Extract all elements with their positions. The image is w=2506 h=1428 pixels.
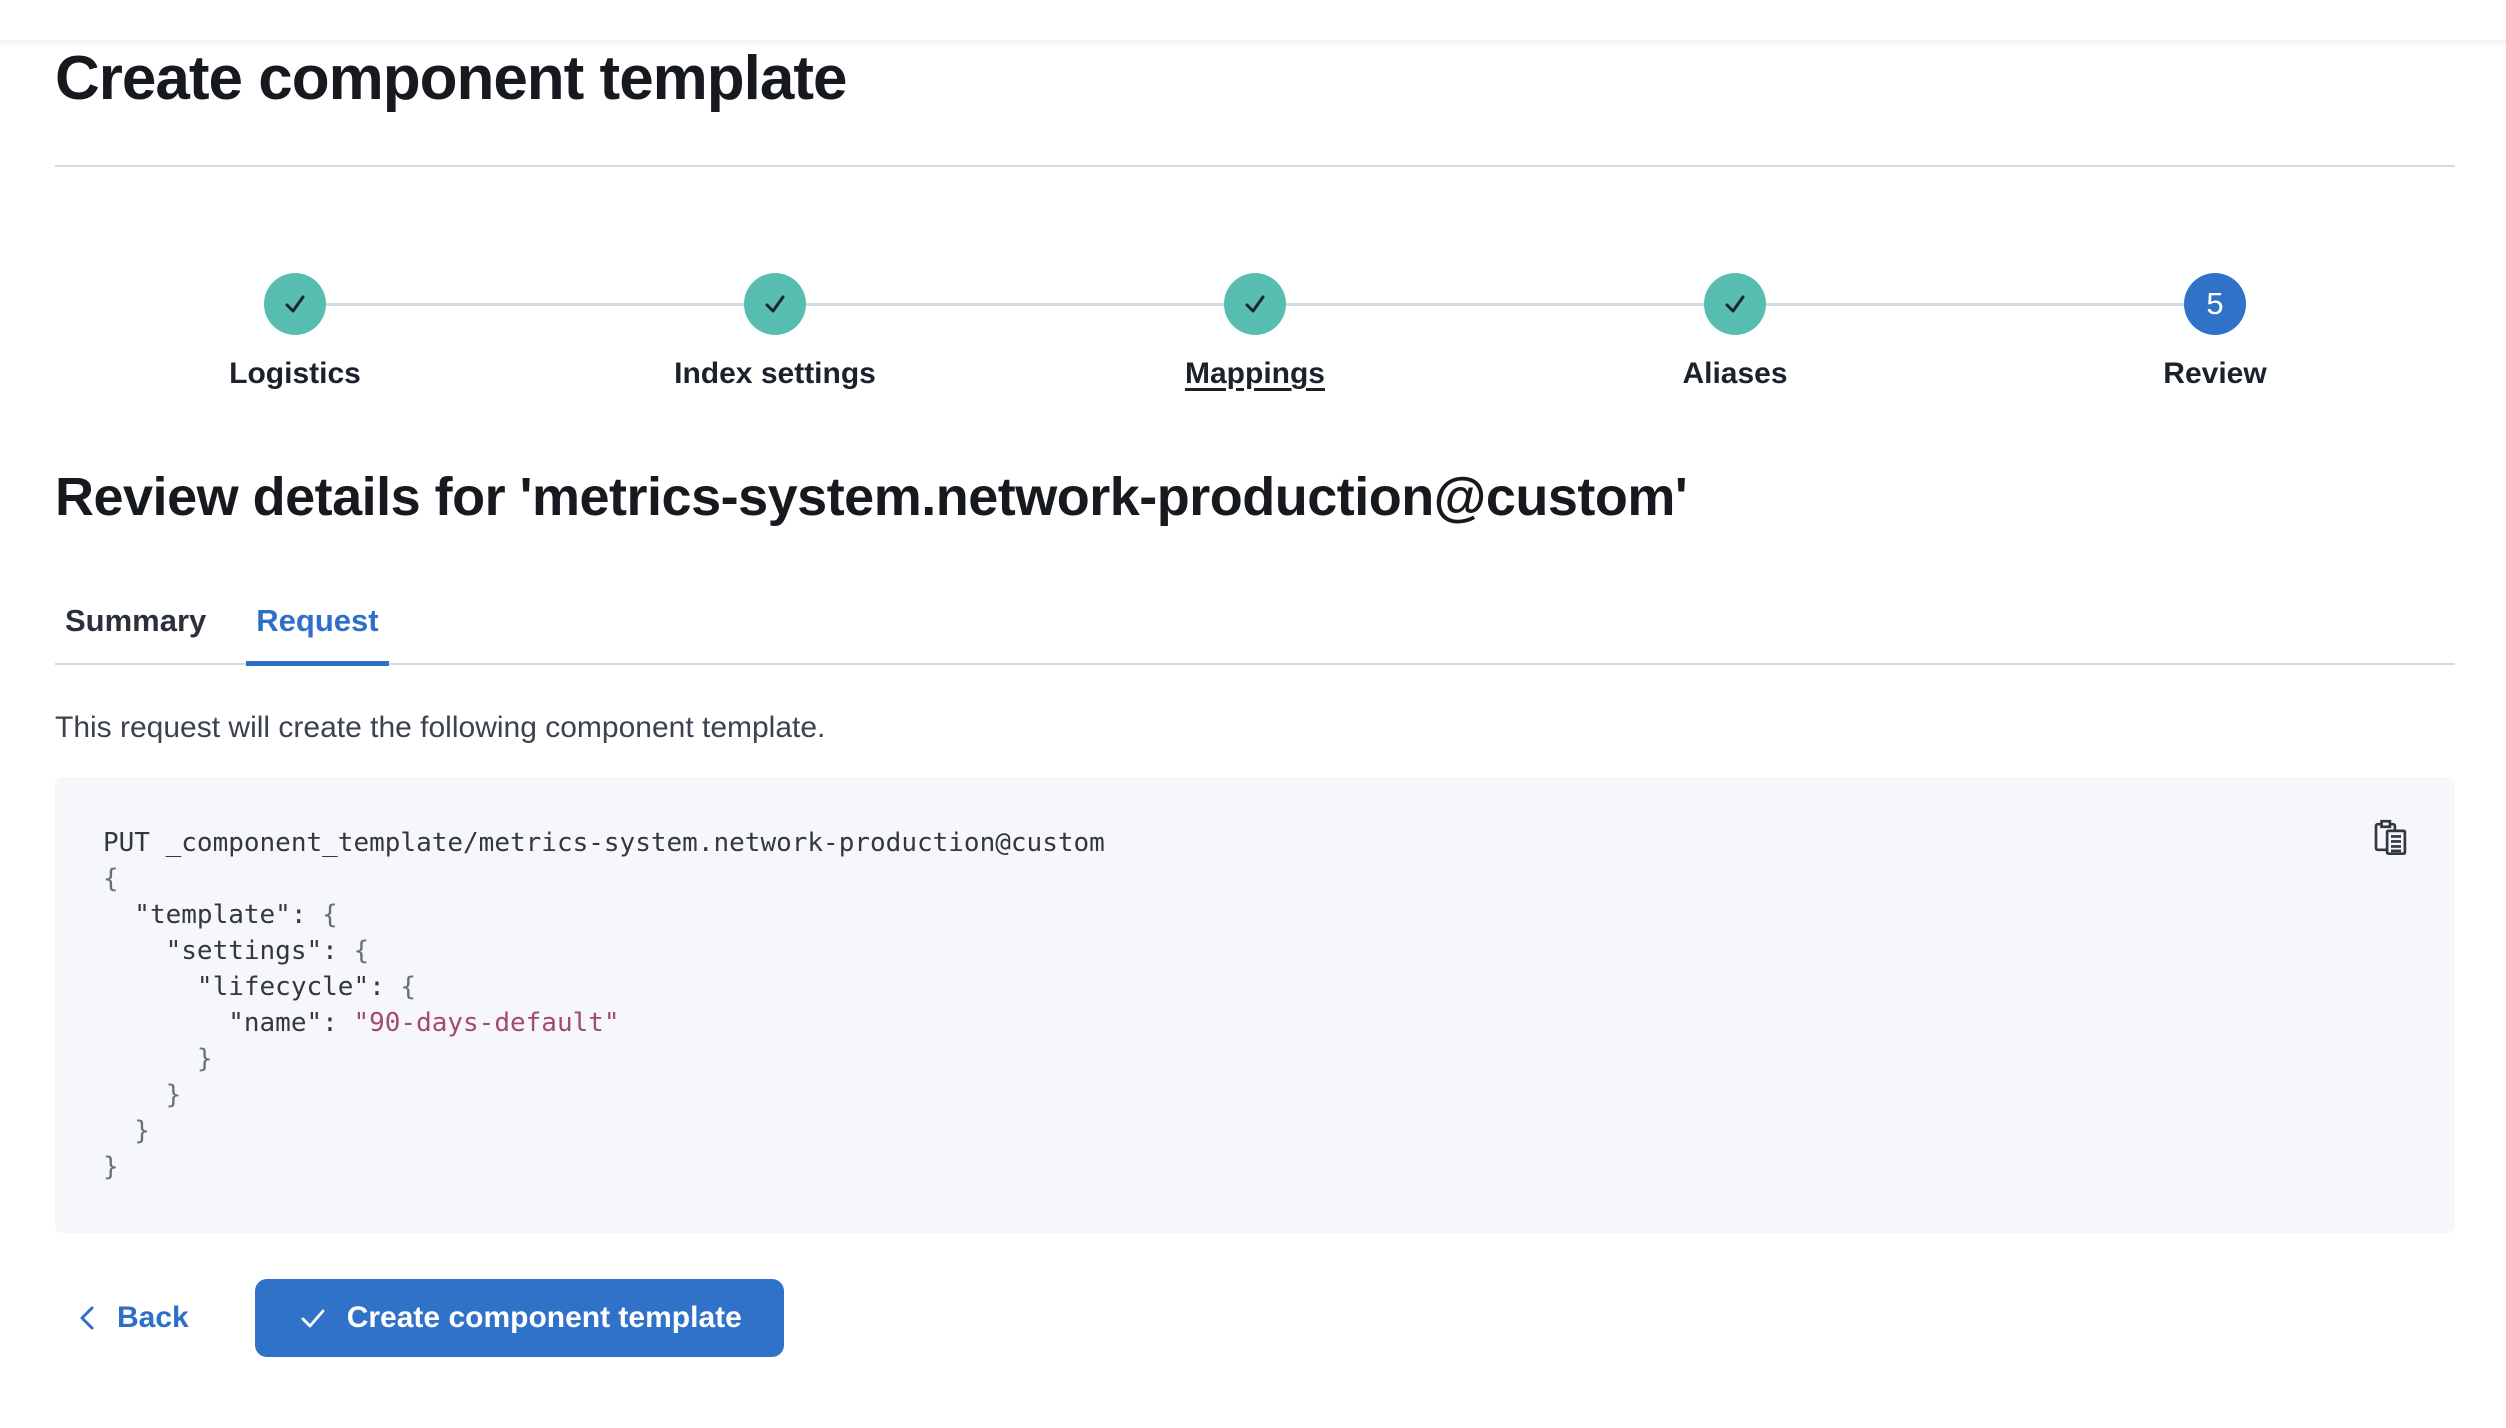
check-icon [285,295,305,313]
step-label-aliases: Aliases [1682,357,1788,390]
code-token-punct: { [322,900,338,930]
step-mappings[interactable]: Mappings [1015,273,1495,391]
code-token-punct: } [103,1044,213,1074]
create-component-template-page: Create component template Logistics Index… [55,40,2455,1357]
check-icon [301,1309,325,1328]
tab-request[interactable]: Request [246,603,389,666]
code-line: } [103,1113,2407,1149]
code-token-plain: "name": [103,1008,354,1038]
code-content: PUT _component_template/metrics-system.n… [103,825,2407,1185]
code-token-plain: "template": [103,900,323,930]
request-description: This request will create the following c… [55,711,826,744]
step-label-logistics: Logistics [229,357,361,390]
copy-clipboard-icon[interactable] [2371,817,2411,857]
step-number: 5 [2184,273,2246,335]
check-icon [1725,295,1745,313]
code-line: } [103,1041,2407,1077]
code-line: } [103,1077,2407,1113]
back-button[interactable]: Back [55,1279,209,1357]
title-divider [55,165,2455,167]
copy-clipboard-glyph [2374,819,2407,855]
check-icon [1245,295,1265,313]
code-line: "lifecycle": { [103,969,2407,1005]
code-token-punct: } [103,1116,150,1146]
step-label-index-settings: Index settings [674,357,876,390]
code-line: } [103,1149,2407,1185]
code-token-plain: "settings": [103,936,354,966]
create-component-template-button[interactable]: Create component template [254,1279,784,1357]
check-icon [765,295,785,313]
code-token-string: "90-days-default" [353,1008,620,1038]
step-complete-check-icon [1704,273,1766,335]
step-index-settings[interactable]: Index settings [535,273,1015,391]
step-logistics[interactable]: Logistics [55,273,535,391]
footer-actions: Back Create component template [55,1279,2455,1357]
step-complete-check-icon [264,273,326,335]
code-token-plain: PUT _component_template/metrics-system.n… [103,828,1105,858]
code-token-punct: { [353,936,370,966]
review-heading: Review details for 'metrics-system.netwo… [55,467,1688,527]
code-token-plain: "lifecycle": [103,972,401,1002]
tabs: Summary Request [55,603,2455,666]
code-token-punct: } [103,1080,182,1110]
step-complete-check-icon [744,273,806,335]
code-token-punct: { [103,864,119,894]
code-token-punct: } [103,1152,119,1182]
code-token-punct: { [400,972,417,1002]
code-line: PUT _component_template/metrics-system.n… [103,825,2407,861]
step-label-review: Review [2163,357,2267,390]
code-line: "settings": { [103,933,2407,969]
step-complete-check-icon [1224,273,1286,335]
code-line: "name": "90-days-default" [103,1005,2407,1041]
request-code-block: PUT _component_template/metrics-system.n… [55,777,2455,1233]
step-aliases[interactable]: Aliases [1495,273,1975,391]
step-label-mappings: Mappings [1185,357,1325,390]
chevron-left-icon [80,1306,94,1330]
code-line: { [103,861,2407,897]
tab-summary[interactable]: Summary [55,603,216,666]
back-label: Back [117,1301,189,1334]
code-line: "template": { [103,897,2407,933]
page-title: Create component template [55,44,848,113]
create-button-label: Create component template [346,1301,742,1334]
